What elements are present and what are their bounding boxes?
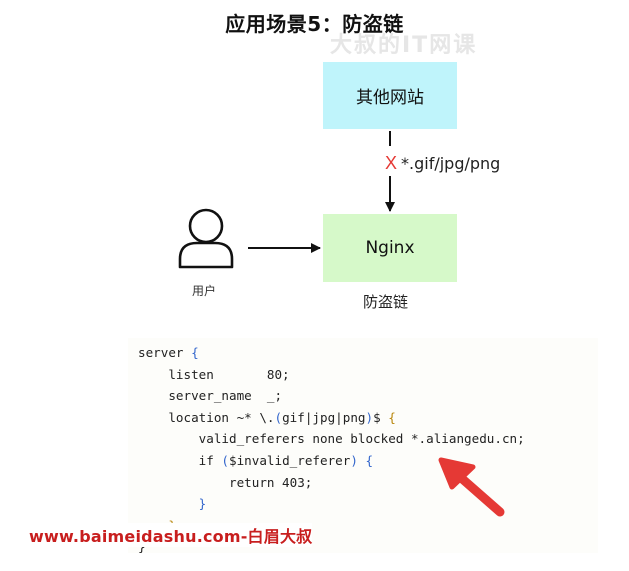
- edge-file-types-label: *.gif/jpg/png: [401, 154, 501, 173]
- node-other-site-label: 其他网站: [356, 88, 424, 108]
- node-nginx: Nginx: [323, 214, 457, 282]
- user-label: 用户: [192, 284, 217, 298]
- footer-site-watermark: www.baimeidashu.com-白眉大叔: [29, 523, 313, 547]
- code-line: if ($invalid_referer) {: [138, 452, 374, 468]
- node-nginx-label: Nginx: [365, 238, 415, 258]
- code-panel: [128, 338, 598, 553]
- code-line: valid_referers none blocked *.aliangedu.…: [138, 431, 525, 447]
- code-line: location ~* \.(gif|jpg|png)$ {: [138, 409, 396, 425]
- page-title: 应用场景5：防盗链: [225, 12, 404, 36]
- node-other-site: 其他网站: [323, 62, 457, 129]
- code-line: listen 80;: [138, 366, 290, 382]
- code-line: server {: [138, 345, 199, 360]
- nginx-config-code: server { listen 80; server_name _; locat…: [138, 342, 525, 558]
- code-line: return 403;: [138, 474, 313, 490]
- user-icon: [178, 208, 234, 269]
- nginx-caption: 防盗链: [363, 293, 409, 311]
- blocked-x-mark: X: [385, 153, 398, 173]
- code-line: server_name _;: [138, 388, 283, 404]
- code-line: }: [198, 496, 207, 512]
- watermark-text: 大叔的IT网课: [330, 33, 478, 58]
- red-pointer-arrow-icon: [438, 457, 505, 517]
